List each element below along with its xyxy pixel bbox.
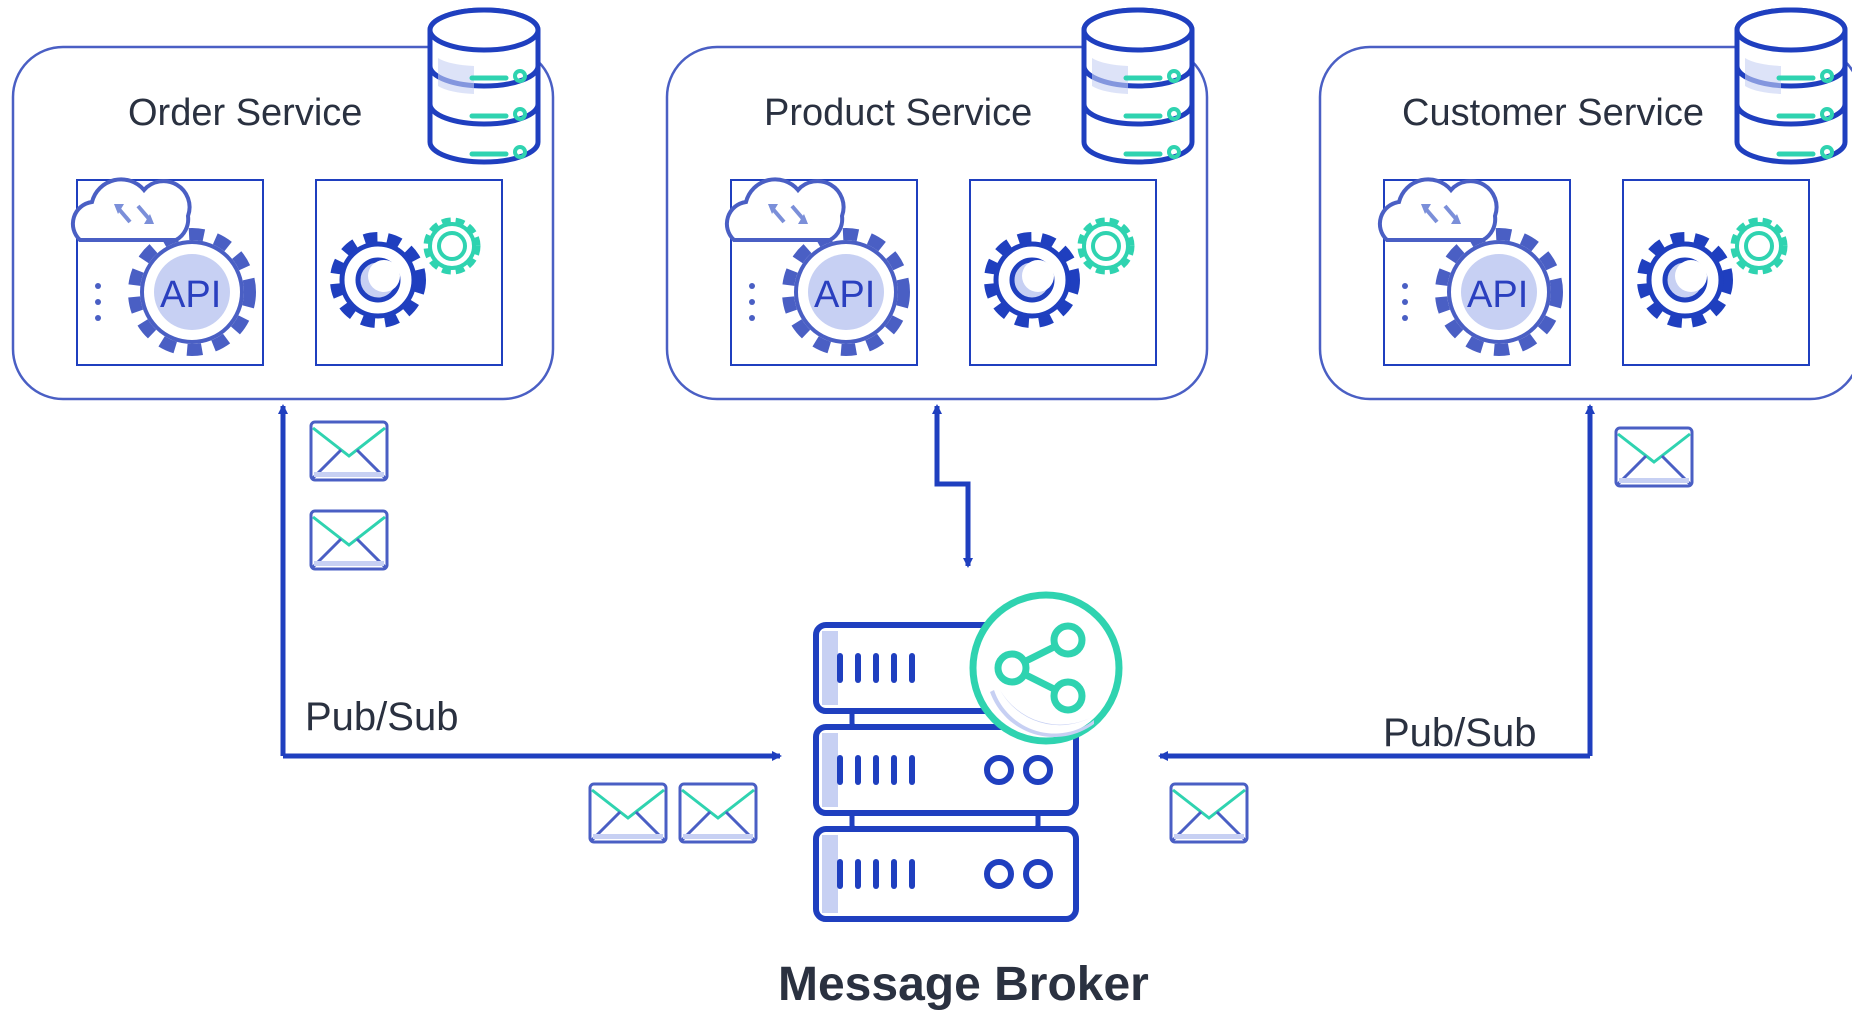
database-icon bbox=[430, 10, 538, 162]
order-service-group: Order Service API bbox=[11, 10, 555, 401]
envelope-icon bbox=[309, 509, 389, 571]
product-service-title: Product Service bbox=[764, 92, 1032, 134]
api-label: API bbox=[814, 274, 875, 316]
api-label: API bbox=[160, 274, 221, 316]
envelope-icon bbox=[1614, 426, 1694, 488]
order-service-title: Order Service bbox=[128, 92, 362, 134]
dots-icon bbox=[749, 283, 755, 321]
product-service-group: Product Service API bbox=[665, 10, 1209, 401]
message-broker-title: Message Broker bbox=[778, 958, 1149, 1011]
api-label: API bbox=[1467, 274, 1528, 316]
envelope-icon bbox=[1169, 782, 1249, 844]
envelope-icon bbox=[588, 782, 668, 844]
dots-icon bbox=[1402, 283, 1408, 321]
envelope-icon bbox=[309, 420, 389, 482]
pubsub-label-left: Pub/Sub bbox=[305, 695, 458, 739]
connector-center bbox=[932, 404, 973, 568]
database-icon bbox=[1084, 10, 1192, 162]
connector-right bbox=[1158, 404, 1595, 761]
dots-icon bbox=[95, 283, 101, 321]
database-icon bbox=[1737, 10, 1845, 162]
customer-service-group: Customer Service API bbox=[1318, 10, 1852, 401]
connector-left bbox=[278, 404, 782, 761]
pubsub-label-right: Pub/Sub bbox=[1383, 711, 1536, 755]
share-icon bbox=[969, 591, 1123, 745]
customer-service-title: Customer Service bbox=[1402, 92, 1704, 134]
envelope-icon bbox=[678, 782, 758, 844]
